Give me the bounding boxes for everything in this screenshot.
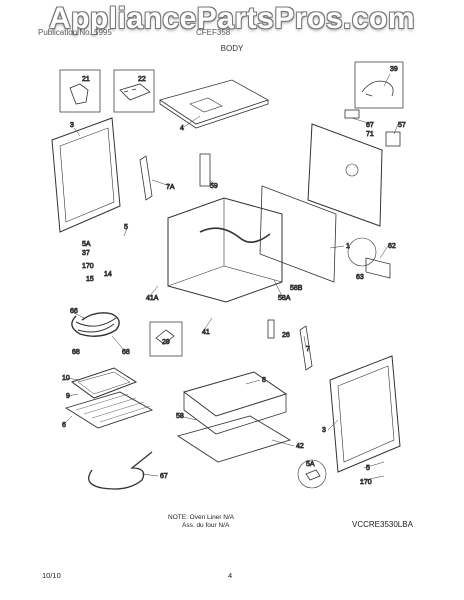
part-22-inset [113, 69, 155, 113]
label-1: 1 [346, 243, 350, 250]
back-panel-port [345, 163, 359, 177]
hinge-7a [139, 155, 153, 201]
part-57-vent [385, 131, 401, 147]
part-39-inset [354, 61, 404, 109]
label-37: 37 [82, 250, 90, 257]
rear-cabinet-panel [259, 185, 337, 283]
label-57: 57 [398, 122, 406, 129]
label-5a-top: 5A [82, 241, 91, 248]
header-center: CFEF358 [196, 28, 231, 37]
door-frame-left [51, 117, 121, 233]
label-39: 39 [390, 66, 398, 73]
note-line-1: NOTE: Oven Liner N/A [168, 514, 235, 521]
part-22-bracket [119, 83, 151, 101]
footer-date: 10/10 [42, 571, 61, 580]
label-10: 10 [62, 375, 70, 382]
oven-liner-edges [167, 198, 283, 287]
part-59 [199, 153, 211, 187]
part-63-callout [347, 237, 377, 267]
label-59: 59 [210, 183, 218, 190]
label-4: 4 [180, 125, 184, 132]
label-14: 14 [104, 271, 112, 278]
label-3-bottom: 3 [322, 427, 326, 434]
label-3-top: 3 [70, 122, 74, 129]
label-41: 41 [202, 329, 210, 336]
part-26 [267, 319, 275, 339]
part-39-wire [361, 80, 394, 97]
top-panel [159, 79, 269, 125]
header-left: Publication No. 5995 [38, 28, 112, 37]
footer-page-number: 4 [228, 571, 233, 580]
label-29: 29 [162, 339, 170, 346]
label-170-top: 170 [82, 263, 94, 270]
label-67-top: 67 [366, 122, 374, 129]
label-67-bottom: 67 [160, 473, 168, 480]
label-5-top: 5 [124, 224, 128, 231]
insulation-wrap [199, 227, 271, 243]
label-62: 62 [388, 243, 396, 250]
door-glass-right [337, 365, 395, 463]
label-71: 71 [366, 131, 374, 138]
bake-element [71, 312, 120, 337]
oven-rack [64, 391, 154, 429]
broil-element [88, 451, 153, 490]
label-26: 26 [282, 332, 290, 339]
door-frame-right [329, 355, 401, 473]
label-41a: 41A [146, 295, 159, 302]
label-66: 66 [70, 308, 78, 315]
drawer-8 [182, 371, 288, 417]
label-7a: 7A [166, 184, 175, 191]
label-68-left: 68 [72, 349, 80, 356]
label-58a: 58A [278, 295, 291, 302]
note-text: NOTE: Oven Liner N/A Ass. du four N/A [168, 514, 234, 530]
bake-element-coils [75, 317, 117, 333]
part-67-block [344, 109, 360, 119]
part-62-block [365, 257, 391, 279]
note-line-2: Ass. du four N/A [182, 522, 230, 529]
label-9: 9 [66, 393, 70, 400]
label-42: 42 [296, 443, 304, 450]
oven-rack-bars [75, 393, 151, 423]
back-panel-71 [307, 123, 383, 227]
part-21-bracket [69, 83, 89, 105]
broiler-insert [77, 371, 131, 395]
label-6: 6 [62, 422, 66, 429]
label-68-right: 68 [122, 349, 130, 356]
door-glass-left [59, 127, 115, 223]
top-panel-edge [159, 100, 269, 129]
hinge-7 [299, 325, 313, 371]
broiler-pan [70, 367, 138, 399]
label-170-bottom: 170 [360, 479, 372, 486]
drawer-8-sides [183, 392, 287, 435]
section-title: BODY [220, 44, 244, 53]
part-5a-callout-bottom [297, 459, 327, 489]
part-5a-bracket [305, 469, 321, 481]
leader-lines [63, 73, 399, 482]
label-5-bottom: 5 [366, 465, 370, 472]
label-63: 63 [356, 274, 364, 281]
oven-liner [167, 197, 283, 303]
part-21-inset [59, 69, 101, 113]
diagram-code: VCCRE3530LBA [352, 520, 413, 529]
label-15: 15 [86, 276, 94, 283]
label-5a-bottom: 5A [306, 461, 315, 468]
part-29-inset [149, 321, 183, 357]
drawer-42 [176, 415, 292, 463]
top-panel-detail [189, 97, 223, 113]
label-58: 58 [176, 413, 184, 420]
label-7: 7 [306, 346, 310, 353]
site-watermark: AppliancePartsPros.com [48, 2, 416, 35]
label-22: 22 [138, 76, 146, 83]
label-8: 8 [262, 377, 266, 384]
part-29-clip [155, 329, 175, 345]
label-58b: 58B [290, 285, 303, 292]
label-21: 21 [82, 76, 90, 83]
